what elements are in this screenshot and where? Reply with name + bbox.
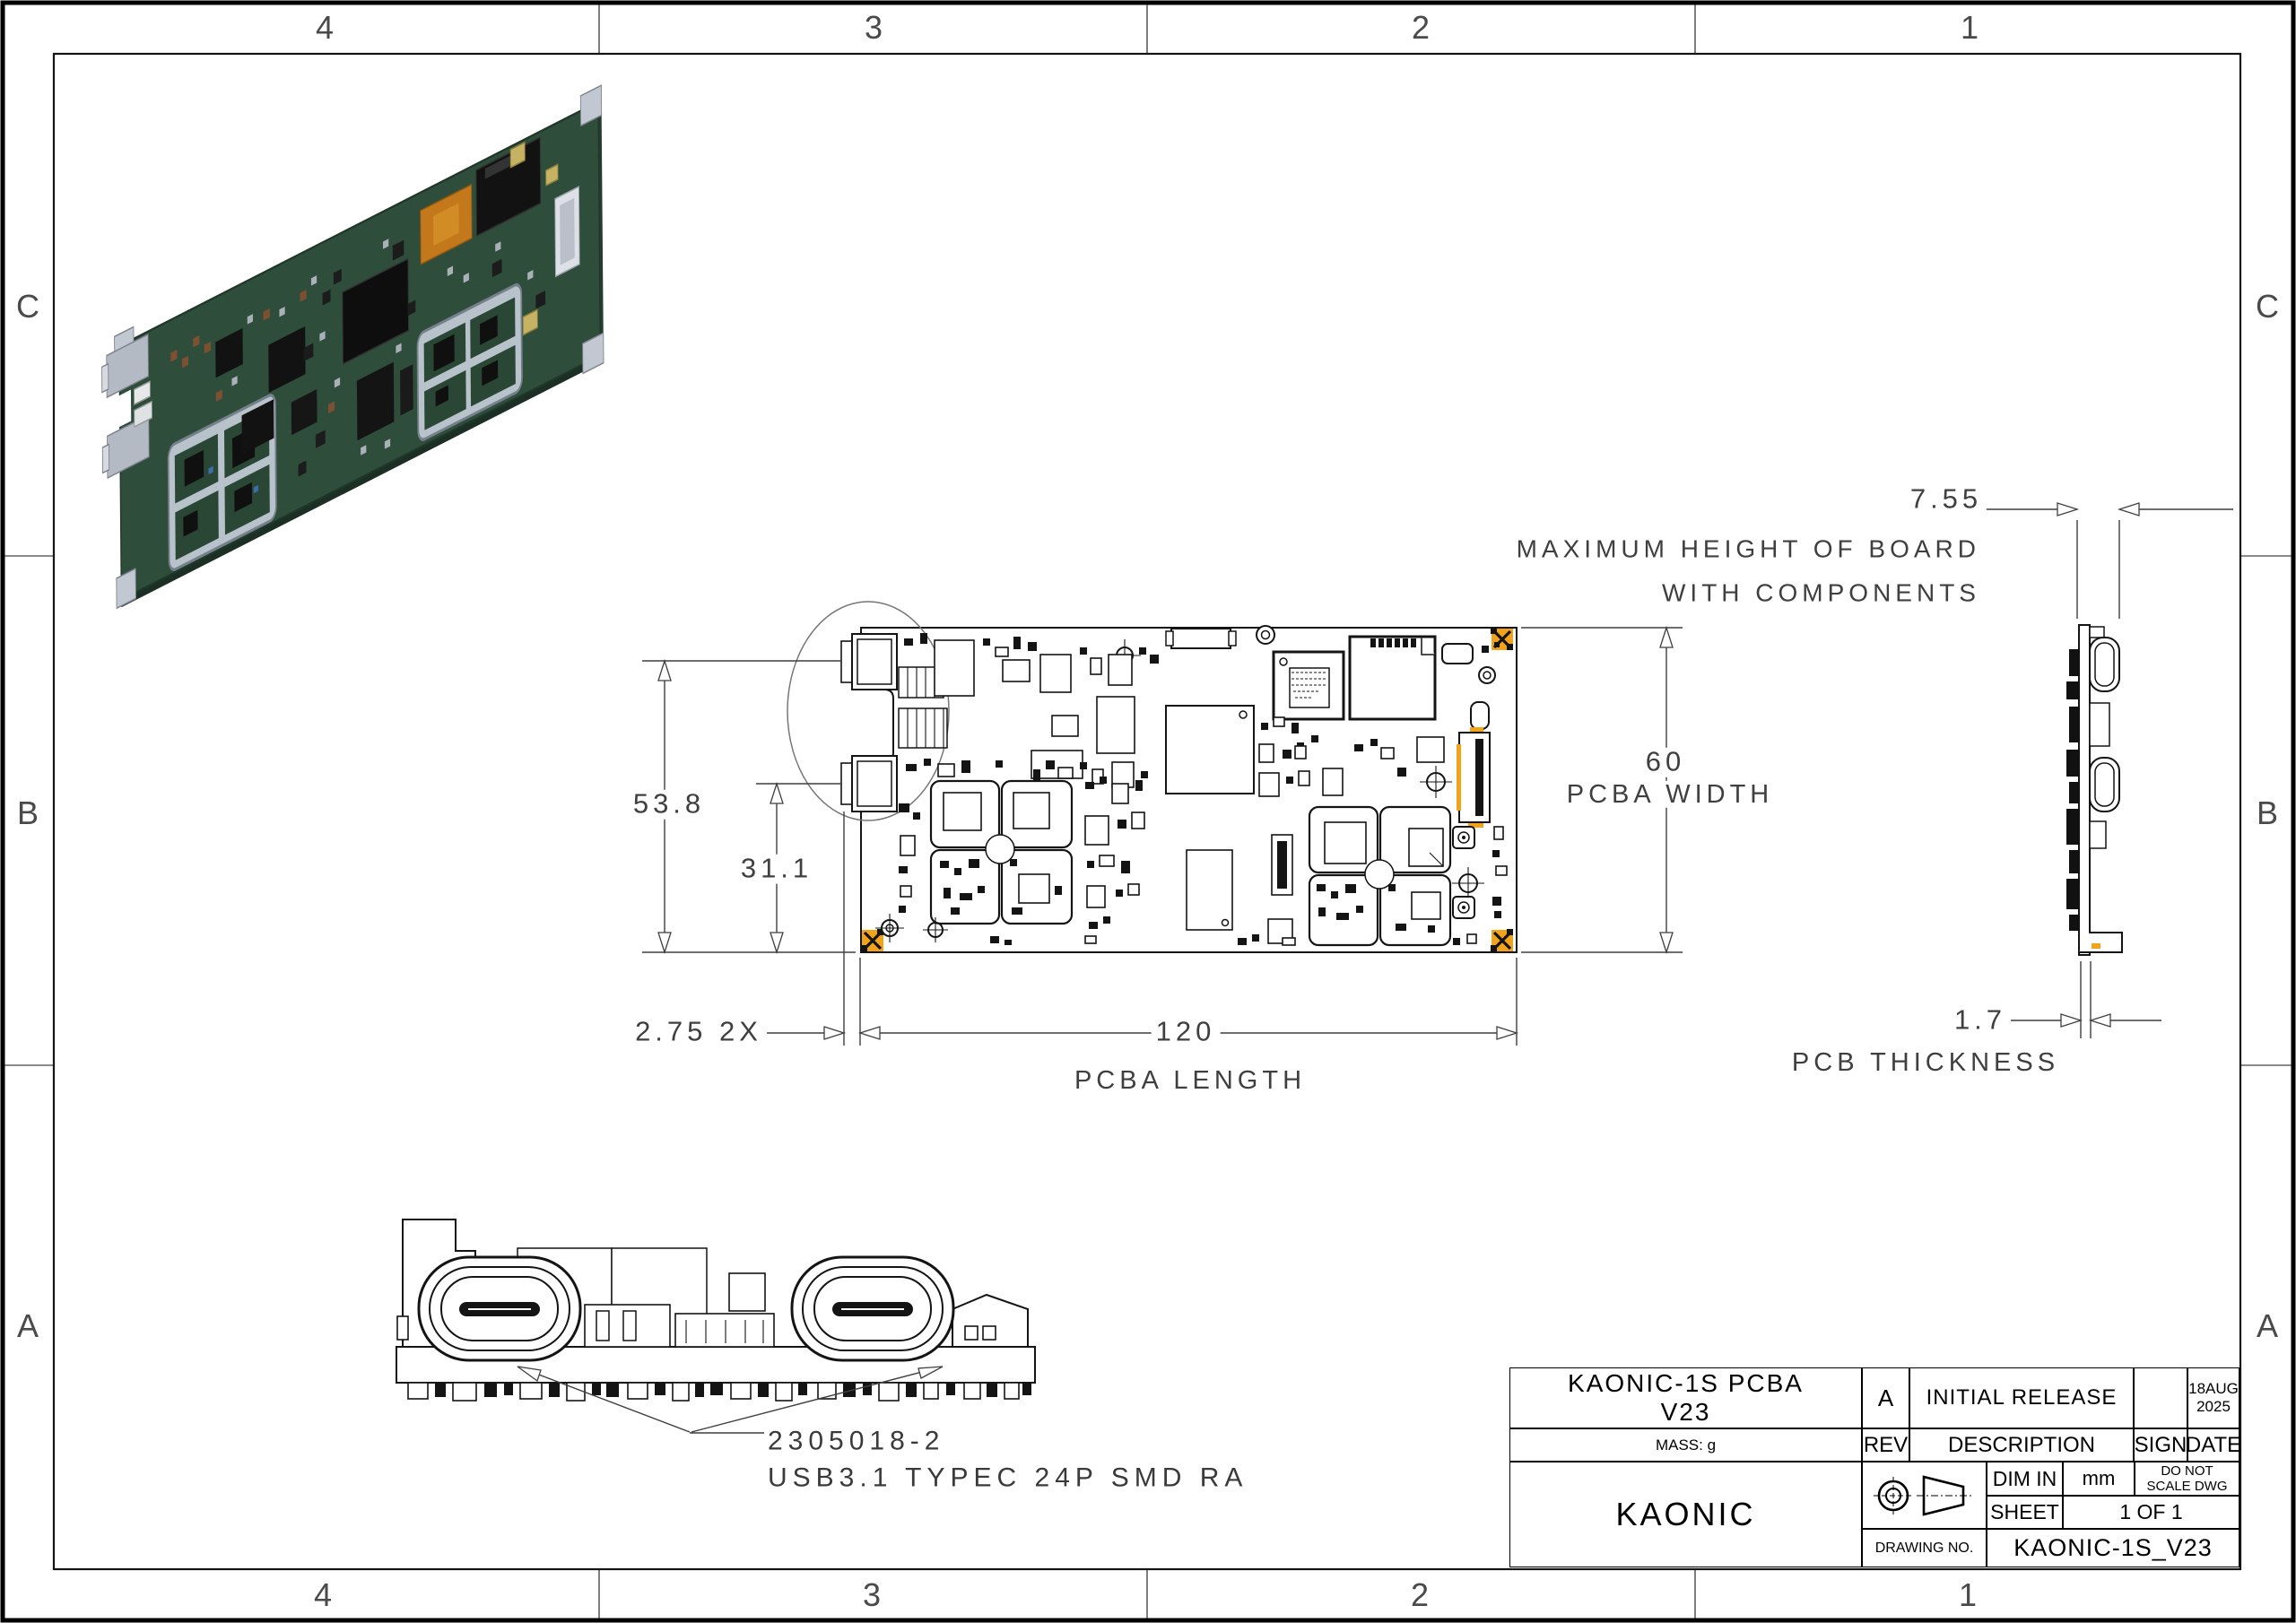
rev-header-cell: REV — [1862, 1428, 1909, 1462]
zone-label-left-b: B — [16, 794, 39, 832]
dim-unit-cell: mm — [2063, 1462, 2135, 1496]
callout-description: USB3.1 TYPEC 24P SMD RA — [768, 1462, 1248, 1493]
sheet-label: SHEET — [1990, 1500, 2059, 1523]
dim-value-2-75: 2.75 2X — [631, 1017, 767, 1047]
fpc-connector-right — [1457, 727, 1491, 828]
zone-label-bottom-3: 3 — [862, 1576, 882, 1614]
dimension-60-width — [1521, 625, 1683, 955]
usb-connector-bottom-left — [840, 755, 898, 812]
dim-in-label-cell: DIM IN — [1987, 1462, 2063, 1496]
dim-label-pcba-width: PCBA WIDTH — [1562, 780, 1778, 808]
zone-label-top-2: 2 — [1411, 9, 1431, 47]
zone-label-top-3: 3 — [864, 9, 883, 47]
view-top-pcba — [787, 601, 1518, 953]
dim-label-pcba-length: PCBA LENGTH — [1070, 1066, 1310, 1094]
zone-label-bottom-1: 1 — [1958, 1576, 1978, 1614]
drawing-no-value-cell: KAONIC-1S_V23 — [1987, 1529, 2239, 1567]
dim-note-max-height-1: MAXIMUM HEIGHT OF BOARD — [1516, 534, 1980, 563]
detail-circle — [787, 601, 950, 821]
dimension-1-7-thickness — [2009, 961, 2161, 1038]
usbc-front-left — [417, 1255, 582, 1362]
date-line2: 2025 — [2196, 1398, 2231, 1415]
zone-label-bottom-2: 2 — [1410, 1576, 1430, 1614]
dim-value-7-55: 7.55 — [1905, 484, 1987, 515]
view-front — [396, 1219, 1036, 1434]
fiducial-bottom-left — [861, 929, 883, 951]
mounting-holes — [875, 639, 1484, 942]
mass-label: MASS: g — [1655, 1436, 1717, 1454]
dim-unit: mm — [2082, 1467, 2116, 1489]
date-header-cell: DATE — [2185, 1428, 2242, 1462]
shield-quad-left — [929, 779, 1074, 925]
zone-label-left-a: A — [16, 1307, 39, 1345]
fiducial-top-right — [1491, 628, 1513, 650]
projection-symbol-cell — [1862, 1462, 1987, 1529]
zone-label-right-b: B — [2256, 794, 2279, 832]
dim-note-max-height-2: WITH COMPONENTS — [1662, 578, 1980, 607]
rev-description: INITIAL RELEASE — [1926, 1385, 2118, 1410]
sheet-value: 1 OF 1 — [2119, 1500, 2183, 1523]
company-cell: KAONIC — [1509, 1462, 1862, 1567]
zone-label-top-1: 1 — [1960, 9, 1979, 47]
top-view-components — [899, 633, 1508, 946]
date-line1: 18AUG — [2188, 1380, 2239, 1397]
dim-value-53-8: 53.8 — [628, 789, 710, 820]
sd-card-module — [1348, 635, 1437, 721]
third-angle-projection-icon — [1873, 1474, 1972, 1516]
dim-value-120: 120 — [1151, 1017, 1221, 1047]
shield-quad-right — [1308, 805, 1452, 947]
drawing-title-line1: KAONIC-1S PCBA — [1568, 1369, 1804, 1397]
callout-part-number: 2305018-2 — [768, 1426, 945, 1456]
drawing-no-label-cell: DRAWING NO. — [1862, 1529, 1987, 1567]
radio-module — [1272, 650, 1345, 721]
dim-value-60: 60 — [1640, 747, 1691, 777]
zone-label-bottom-4: 4 — [313, 1576, 333, 1614]
sheet-label-cell: SHEET — [1987, 1496, 2063, 1529]
fiducial-bottom-right — [1491, 929, 1513, 951]
sign-value-cell — [2134, 1367, 2187, 1428]
mass-cell: MASS: g — [1509, 1428, 1862, 1462]
usbc-front-right — [790, 1255, 955, 1362]
scale-note-line1: DO NOT — [2161, 1463, 2213, 1479]
zone-label-right-c: C — [2256, 288, 2279, 325]
dimension-7-55-height — [1984, 502, 2233, 619]
scale-note-line2: SCALE DWG — [2146, 1479, 2228, 1494]
rev-header: REV — [1863, 1432, 1909, 1457]
zone-label-right-a: A — [2256, 1307, 2279, 1345]
scale-note-cell: DO NOT SCALE DWG — [2135, 1462, 2239, 1496]
sign-header: SIGN — [2134, 1432, 2187, 1457]
description-header: DESCRIPTION — [1947, 1432, 2095, 1457]
zone-label-top-4: 4 — [315, 9, 335, 47]
rev-description-cell: INITIAL RELEASE — [1909, 1367, 2134, 1428]
date-header: DATE — [2185, 1432, 2242, 1457]
zone-label-left-c: C — [16, 288, 39, 325]
rev-value: A — [1877, 1384, 1894, 1411]
title-cell: KAONIC-1S PCBA V23 — [1509, 1367, 1862, 1428]
dim-in-label: DIM IN — [1992, 1466, 2057, 1490]
sheet-value-cell: 1 OF 1 — [2063, 1496, 2239, 1529]
main-ic — [1165, 705, 1255, 794]
view-side-edge — [2066, 624, 2123, 956]
company-name: KAONIC — [1615, 1496, 1756, 1532]
usb-connector-top-left — [840, 633, 898, 690]
sign-header-cell: SIGN — [2134, 1428, 2187, 1462]
rev-value-cell: A — [1862, 1367, 1909, 1428]
drawing-no-value: KAONIC-1S_V23 — [2013, 1534, 2213, 1561]
drawing-no-label: DRAWING NO. — [1874, 1540, 1974, 1556]
dim-value-1-7: 1.7 — [1949, 1005, 2012, 1036]
bottom-pads — [407, 1382, 1031, 1402]
callout-leaders — [517, 1366, 944, 1434]
description-header-cell: DESCRIPTION — [1909, 1428, 2134, 1462]
title-block: KAONIC-1S PCBA V23 A INITIAL RELEASE 18A… — [1509, 1367, 2242, 1567]
dim-label-pcb-thickness: PCB THICKNESS — [1787, 1048, 2064, 1076]
drawing-title-line2: V23 — [1660, 1398, 1711, 1426]
date-value-cell: 18AUG 2025 — [2187, 1367, 2239, 1428]
dim-value-31-1: 31.1 — [735, 854, 818, 884]
view-3d-render — [101, 84, 604, 610]
